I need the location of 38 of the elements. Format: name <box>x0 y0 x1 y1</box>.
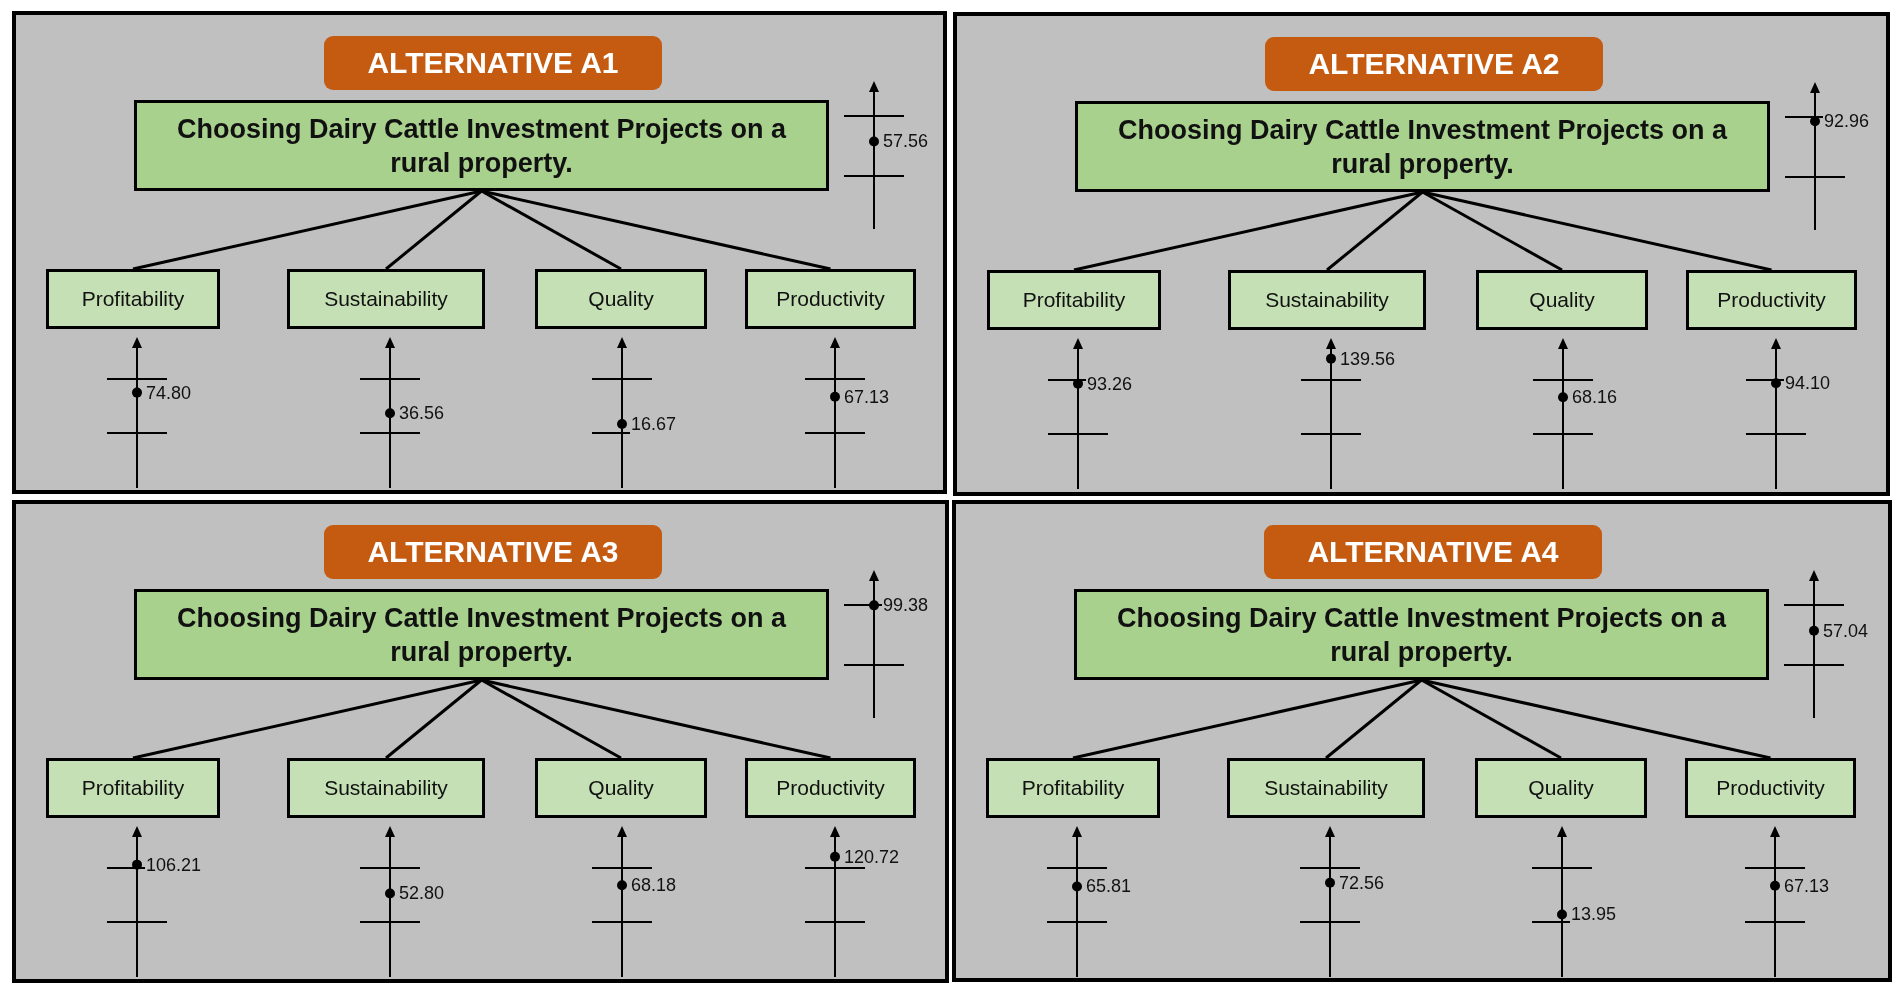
criterion-box: Productivity <box>745 269 916 329</box>
connector-line <box>481 678 831 760</box>
criterion-box: Sustainability <box>1227 758 1425 818</box>
header-banner: ALTERNATIVE A3 <box>324 525 662 579</box>
header-banner: ALTERNATIVE A2 <box>1265 37 1603 91</box>
connector-line <box>1326 190 1424 272</box>
panel <box>12 500 949 983</box>
criterion-box: Quality <box>1475 758 1647 818</box>
criterion-box: Productivity <box>1685 758 1856 818</box>
criterion-box: Sustainability <box>1228 270 1426 330</box>
goal-box: Choosing Dairy Cattle Investment Projects on a rural property. <box>134 589 829 680</box>
criterion-box: Profitability <box>986 758 1160 818</box>
connector-line <box>1421 678 1771 760</box>
value-label: 16.67 <box>630 414 678 434</box>
criterion-box: Productivity <box>1686 270 1857 330</box>
goal-box: Choosing Dairy Cattle Investment Projects on a rural property. <box>1074 589 1769 680</box>
criterion-box: Productivity <box>745 758 916 818</box>
connector-line <box>1325 678 1423 760</box>
criterion-box: Profitability <box>46 269 220 329</box>
criterion-box: Profitability <box>46 758 220 818</box>
connector-line <box>481 189 831 271</box>
goal-box: Choosing Dairy Cattle Investment Projects on a rural property. <box>134 100 829 191</box>
criterion-box: Sustainability <box>287 758 485 818</box>
panel <box>952 500 1892 982</box>
panel <box>953 12 1890 496</box>
connector-line <box>385 189 483 271</box>
header-banner: ALTERNATIVE A4 <box>1264 525 1602 579</box>
criterion-box: Quality <box>535 758 707 818</box>
value-label: 13.95 <box>1570 904 1618 925</box>
criterion-box: Quality <box>535 269 707 329</box>
connector-line <box>385 678 483 760</box>
criterion-box: Profitability <box>987 270 1161 330</box>
criterion-box: Sustainability <box>287 269 485 329</box>
goal-box: Choosing Dairy Cattle Investment Projects on a rural property. <box>1075 101 1770 192</box>
criterion-box: Quality <box>1476 270 1648 330</box>
panel <box>12 11 947 494</box>
header-banner: ALTERNATIVE A1 <box>324 36 662 90</box>
connector-line <box>1422 190 1772 272</box>
